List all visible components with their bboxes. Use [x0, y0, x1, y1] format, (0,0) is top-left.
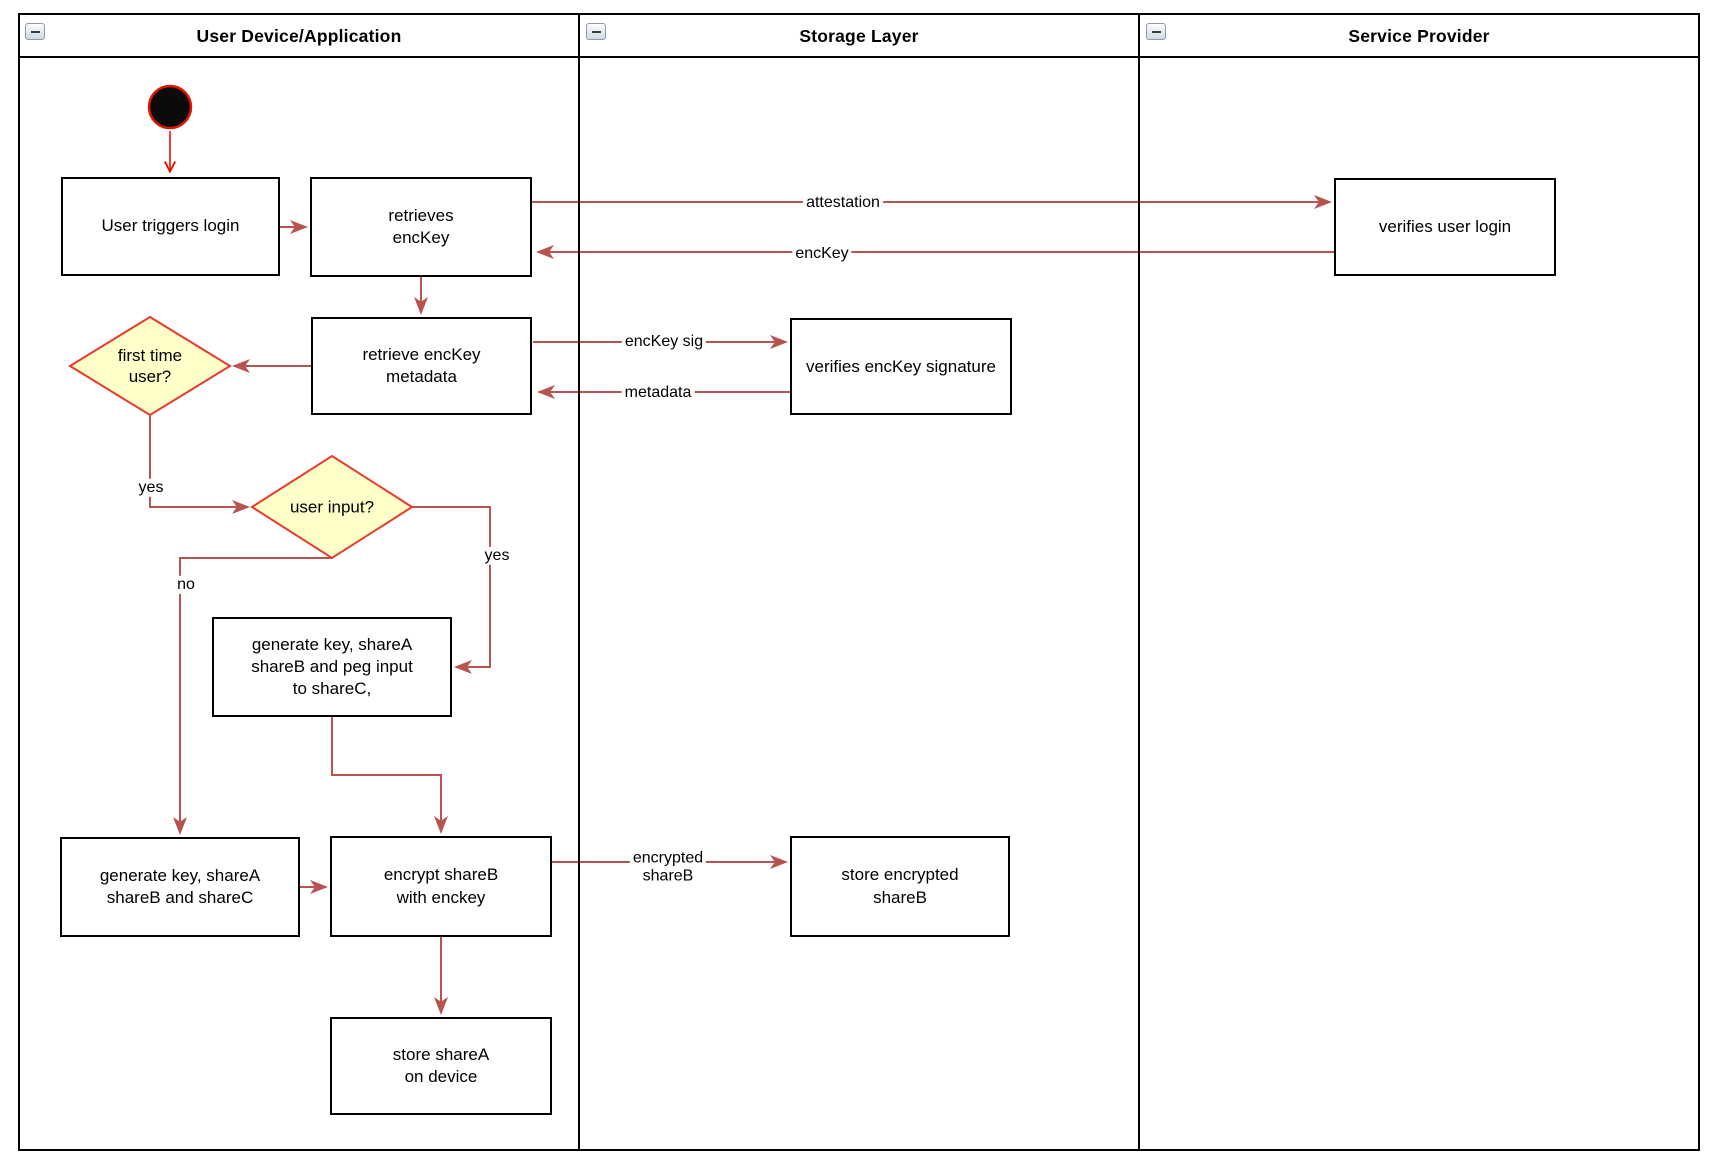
node-label: store shareA on device	[392, 1044, 490, 1086]
edge-peg-to-encrypt[interactable]	[331, 717, 448, 834]
decision-user-input[interactable]	[250, 454, 414, 560]
node-label: verifies user login	[1378, 216, 1512, 236]
collapse-lane-icon[interactable]	[1146, 23, 1166, 40]
node-label: verifies encKey signature	[806, 356, 996, 376]
edge-label-enckey[interactable]: encKey	[792, 244, 852, 264]
node-store-encrypted-shareb[interactable]: store encrypted shareB	[790, 836, 1010, 937]
lane-separator-1	[578, 13, 580, 1151]
edge-label-attestation[interactable]: attestation	[803, 193, 883, 213]
edge-firsttime-yes[interactable]	[149, 415, 250, 514]
pool-border	[18, 13, 1700, 1151]
lane-header-service-provider[interactable]: Service Provider	[1348, 25, 1490, 46]
lane-header-user-device[interactable]: User Device/Application	[196, 25, 402, 46]
lane-separator-2	[1138, 13, 1140, 1151]
node-label: generate key, shareA shareB and shareC	[99, 865, 261, 907]
decision-label-first-time-user: first time user?	[117, 345, 183, 386]
lane-header-storage-layer[interactable]: Storage Layer	[799, 25, 919, 46]
node-user-triggers-login[interactable]: User triggers login	[61, 177, 280, 276]
edge-label-metadata[interactable]: metadata	[621, 383, 695, 403]
edge-userinput-yes[interactable]	[412, 506, 491, 674]
edge-label-yes-user-input[interactable]: yes	[481, 546, 513, 566]
edge-label-yes-first-time[interactable]: yes	[135, 478, 167, 498]
collapse-lane-icon[interactable]	[25, 23, 45, 40]
node-encrypt-shareb[interactable]: encrypt shareB with enckey	[330, 836, 552, 937]
edge-label-encrypted-shareb[interactable]: encrypted shareB	[629, 849, 707, 887]
decision-first-time-user[interactable]	[68, 315, 232, 417]
initial-node[interactable]	[147, 84, 193, 130]
edge-userinput-no[interactable]	[173, 557, 332, 835]
node-verifies-enckey-signature[interactable]: verifies encKey signature	[790, 318, 1012, 415]
node-label: store encrypted shareB	[841, 865, 959, 907]
decision-label-user-input: user input?	[289, 497, 375, 517]
node-label: User triggers login	[101, 216, 240, 236]
node-label: retrieve encKey metadata	[362, 344, 481, 386]
edge-label-enckey-sig[interactable]: encKey sig	[621, 332, 707, 352]
node-label: encrypt shareB with enckey	[383, 865, 499, 907]
node-store-sharea[interactable]: store shareA on device	[330, 1017, 552, 1115]
node-label: retrieves encKey	[388, 205, 454, 247]
node-verifies-user-login[interactable]: verifies user login	[1334, 178, 1556, 276]
edge-label-no-user-input[interactable]: no	[174, 575, 198, 595]
node-generate-key-sharec[interactable]: generate key, shareA shareB and shareC	[60, 837, 300, 937]
minus-icon	[30, 30, 40, 33]
node-label: generate key, shareA shareB and peg inpu…	[251, 634, 413, 699]
node-retrieve-enckey-metadata[interactable]: retrieve encKey metadata	[311, 317, 532, 415]
collapse-lane-icon[interactable]	[586, 23, 606, 40]
node-generate-key-peg-input[interactable]: generate key, shareA shareB and peg inpu…	[212, 617, 452, 717]
node-retrieves-enckey[interactable]: retrieves encKey	[310, 177, 532, 277]
lane-header-separator	[18, 56, 1700, 58]
minus-icon	[1151, 30, 1161, 33]
minus-icon	[591, 30, 601, 33]
